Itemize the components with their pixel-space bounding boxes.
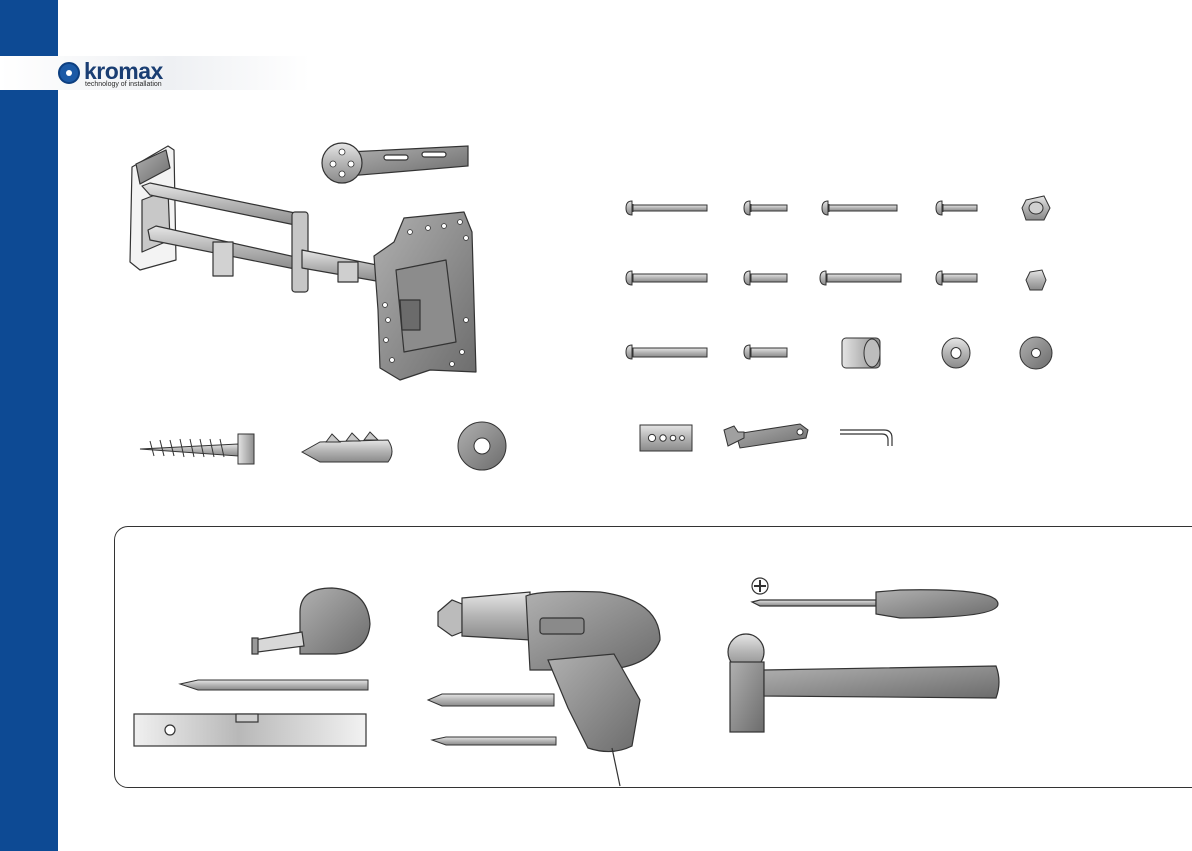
spacer-plate-icon	[640, 425, 692, 451]
flat-washer-icon	[458, 422, 506, 470]
tools-required-frame	[114, 526, 1192, 788]
support-strap-icon	[322, 143, 468, 183]
hex-key-icon	[840, 430, 892, 446]
bolt-set-icon	[626, 196, 1052, 369]
lag-screw-icon	[140, 434, 254, 464]
wall-anchor-icon	[302, 432, 392, 462]
articulating-wall-mount-icon	[130, 146, 476, 380]
wrench-icon	[724, 424, 808, 448]
